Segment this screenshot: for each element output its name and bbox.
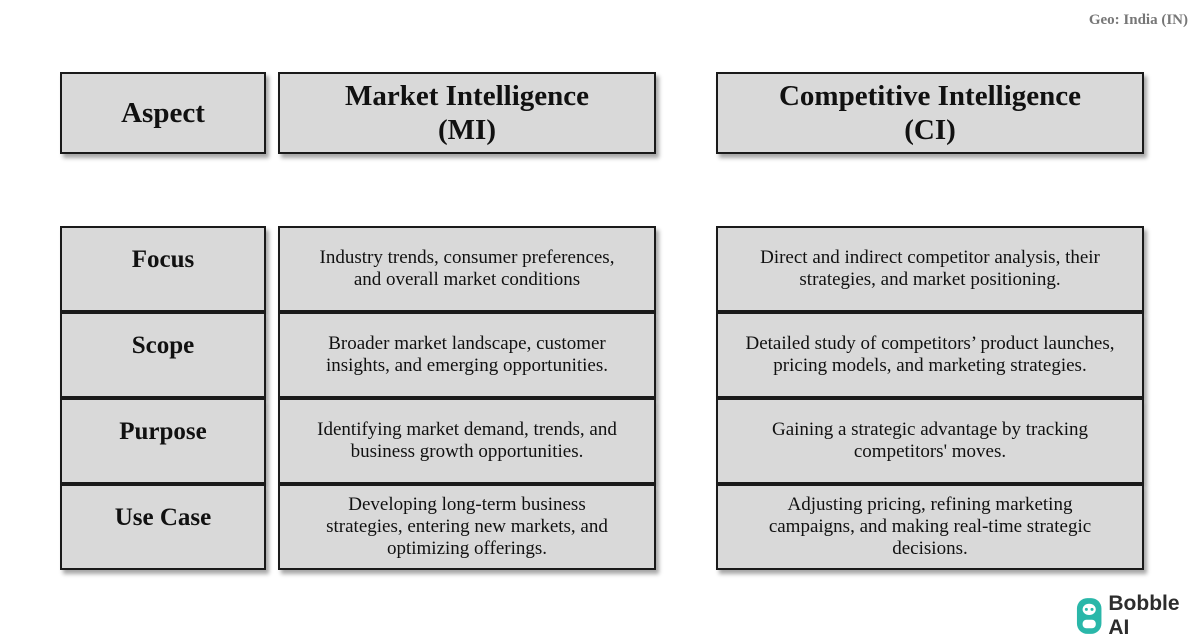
mi-scope-cell: Broader market landscape, customer insig…: [278, 312, 656, 398]
cell-line: optimizing offerings.: [386, 538, 548, 559]
header-aspect: Aspect: [60, 72, 266, 154]
cell-line: Identifying market demand, trends, and: [317, 419, 617, 440]
mi-purpose-cell: Identifying market demand, trends, and b…: [278, 398, 656, 484]
cell-line: Detailed study of competitors’ product l…: [745, 333, 1115, 354]
cell-line: Adjusting pricing, refining marketing: [787, 494, 1073, 515]
ci-scope-cell: Detailed study of competitors’ product l…: [716, 312, 1144, 398]
cell-line: Industry trends, consumer preferences,: [319, 247, 615, 268]
geo-label: Geo: India (IN): [1088, 12, 1188, 28]
row-label-text: Use Case: [114, 504, 212, 531]
row-label-scope: Scope: [60, 312, 266, 398]
header-ci-abbrev: (CI): [904, 114, 956, 146]
header-market-intelligence: Market Intelligence (MI): [278, 72, 656, 154]
cell-line: Direct and indirect competitor analysis,…: [760, 247, 1100, 268]
row-label-use-case: Use Case: [60, 484, 266, 570]
header-aspect-label: Aspect: [121, 97, 205, 129]
cell-line: competitors' moves.: [853, 441, 1007, 462]
cell-line: campaigns, and making real-time strategi…: [768, 516, 1092, 537]
row-label-text: Purpose: [119, 418, 207, 445]
cell-line: strategies, and market positioning.: [799, 269, 1061, 290]
header-mi-title: Market Intelligence: [344, 80, 589, 112]
header-ci-title: Competitive Intelligence: [778, 80, 1081, 112]
bobble-logo-icon: [1076, 598, 1102, 634]
cell-line: decisions.: [892, 538, 968, 559]
cell-line: and overall market conditions: [353, 269, 581, 290]
cell-line: Developing long-term business: [348, 494, 586, 515]
cell-line: business growth opportunities.: [350, 441, 584, 462]
row-label-focus: Focus: [60, 226, 266, 312]
cell-line: pricing models, and marketing strategies…: [773, 355, 1087, 376]
ci-focus-cell: Direct and indirect competitor analysis,…: [716, 226, 1144, 312]
cell-line: Broader market landscape, customer: [328, 333, 606, 354]
cell-line: Gaining a strategic advantage by trackin…: [771, 419, 1088, 440]
row-label-purpose: Purpose: [60, 398, 266, 484]
cell-line: strategies, entering new markets, and: [326, 516, 608, 537]
bobble-ai-logo: Bobble AI: [1076, 592, 1200, 640]
row-label-text: Scope: [131, 332, 195, 359]
header-mi-abbrev: (MI): [438, 114, 496, 146]
header-competitive-intelligence: Competitive Intelligence (CI): [716, 72, 1144, 154]
mi-use-case-cell: Developing long-term business strategies…: [278, 484, 656, 570]
cell-line: insights, and emerging opportunities.: [326, 355, 608, 376]
mi-focus-cell: Industry trends, consumer preferences, a…: [278, 226, 656, 312]
ci-use-case-cell: Adjusting pricing, refining marketing ca…: [716, 484, 1144, 570]
ci-purpose-cell: Gaining a strategic advantage by trackin…: [716, 398, 1144, 484]
row-label-text: Focus: [131, 246, 195, 273]
brand-name: Bobble AI: [1108, 592, 1180, 639]
